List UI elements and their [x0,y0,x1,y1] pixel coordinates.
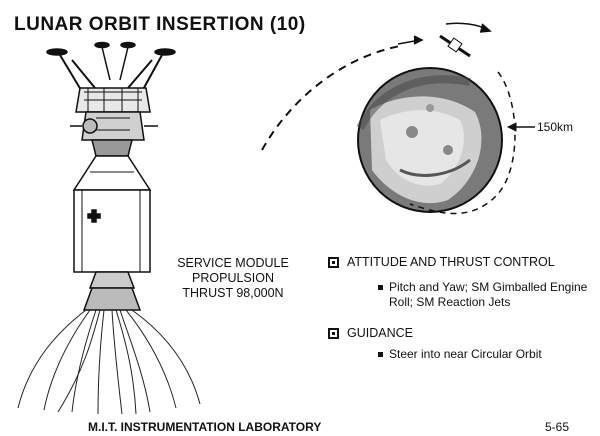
altitude-label: 150km [537,120,574,134]
page-title: LUNAR ORBIT INSERTION (10) [14,14,306,36]
bullet-heading-text: ATTITUDE AND THRUST CONTROL [347,255,555,269]
checkbox-bullet-icon [328,327,339,339]
bullet-item: Pitch and Yaw; SM Gimballed Engine [378,280,587,295]
title-number: (10) [269,14,306,35]
spacecraft-label-line-3: THRUST 98,000N [182,286,284,300]
bullet-item-text: Pitch and Yaw; SM Gimballed Engine [389,280,588,294]
spacecraft-orbit-icon [439,34,471,58]
bullet-heading-attitude: ATTITUDE AND THRUST CONTROL [328,255,555,269]
altitude-arrow [506,122,535,132]
spacecraft-label-line-1: SERVICE MODULE [177,256,289,270]
bullet-dot-icon [378,285,383,291]
bullet-heading-guidance: GUIDANCE [328,326,413,340]
title-text: LUNAR ORBIT INSERTION [14,14,265,35]
trajectory-path [261,45,401,151]
spacecraft-label-line-2: PROPULSION [192,271,274,285]
engine-exhaust-plume [17,309,201,415]
bullet-item-text: Roll; SM Reaction Jets [389,295,511,309]
bullet-heading-text: GUIDANCE [347,326,413,340]
footer-page-number: 5-65 [545,420,570,434]
checkbox-bullet-icon [328,256,339,268]
lunar-orbit-path [409,71,516,215]
moon-illustration [356,67,503,213]
footer-lab-name: M.I.T. INSTRUMENTATION LABORATORY [88,420,322,434]
bullet-item-text: Steer into near Circular Orbit [389,347,542,361]
bullet-item: Roll; SM Reaction Jets [389,295,510,310]
spacecraft-illustration [46,41,176,311]
bullet-dot-icon [378,352,383,358]
direction-arrow [397,22,492,45]
bullet-item: Steer into near Circular Orbit [378,347,542,362]
